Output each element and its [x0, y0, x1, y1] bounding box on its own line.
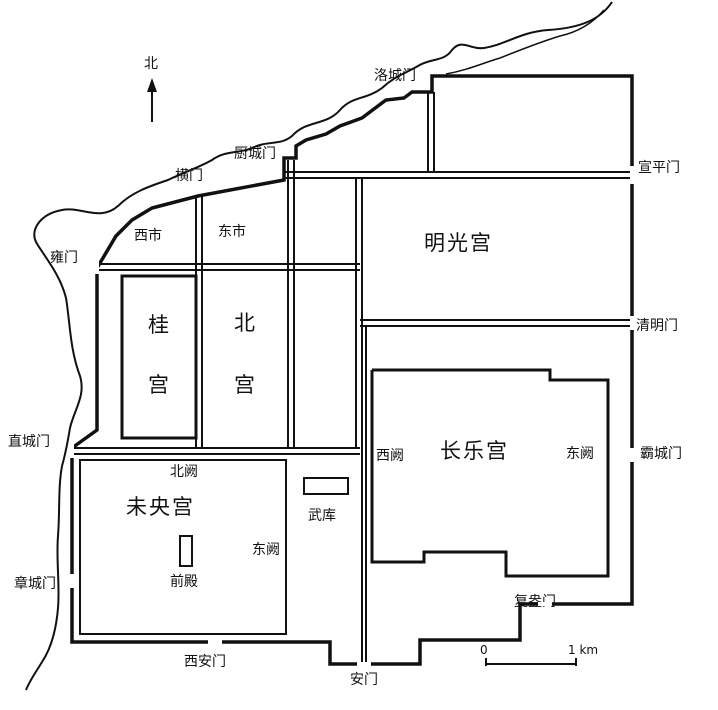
mingguang-palace-label: 明光宫: [424, 231, 493, 255]
weiyang-palace-label: 未央宫: [126, 495, 195, 519]
north-arrow: 北: [144, 56, 158, 122]
gate-chucheng: 厨城门: [234, 146, 276, 162]
east-market-label: 东市: [218, 223, 246, 240]
front-hall-label: 前殿: [170, 573, 198, 590]
arsenal-label: 武库: [308, 508, 336, 524]
east-que-changle-label: 东阙: [566, 446, 594, 462]
gate-yong: 雍门: [50, 250, 78, 266]
gate-xian: 西安门: [184, 654, 226, 670]
gui-palace-wall: [120, 274, 198, 440]
scale-one-label: 1 km: [568, 643, 598, 657]
gate-heng: 横门: [175, 168, 203, 184]
weiyang-palace-wall: [79, 459, 287, 635]
changle-palace-wall: [370, 368, 610, 578]
gate-fuang: 复盎门: [514, 593, 556, 610]
gui-palace-label-2: 宫: [148, 373, 169, 397]
changle-palace-label: 长乐宫: [440, 439, 509, 463]
arsenal-building: [303, 477, 349, 495]
west-market-label: 西市: [134, 227, 162, 244]
gate-bacheng: 霸城门: [640, 446, 682, 462]
city-wall: [70, 74, 634, 666]
north-que-label: 北阙: [170, 464, 198, 480]
gui-palace-label-1: 桂: [148, 313, 169, 337]
gate-luocheng: 洛城门: [374, 68, 416, 84]
gate-zhicheng: 直城门: [8, 433, 50, 450]
west-que-label: 西阙: [376, 448, 404, 464]
gate-ticks: [70, 166, 634, 666]
bei-palace-label-2: 宫: [234, 373, 255, 397]
front-hall-building: [179, 535, 193, 567]
east-que-weiyang-label: 东阙: [252, 542, 280, 558]
north-label: 北: [144, 56, 158, 72]
scale-bar: 0 1 km: [480, 643, 598, 666]
gate-qingming: 清明门: [636, 318, 678, 334]
gate-an: 安门: [350, 672, 378, 688]
scale-zero-label: 0: [480, 643, 488, 657]
bei-palace-label-1: 北: [234, 311, 255, 335]
gate-zhangcheng: 章城门: [14, 575, 56, 592]
river-bank-upper: [25, 1, 613, 691]
gate-xuanping: 宣平门: [638, 160, 680, 176]
river-bank-lower: [445, 9, 605, 75]
streets: [72, 92, 632, 664]
